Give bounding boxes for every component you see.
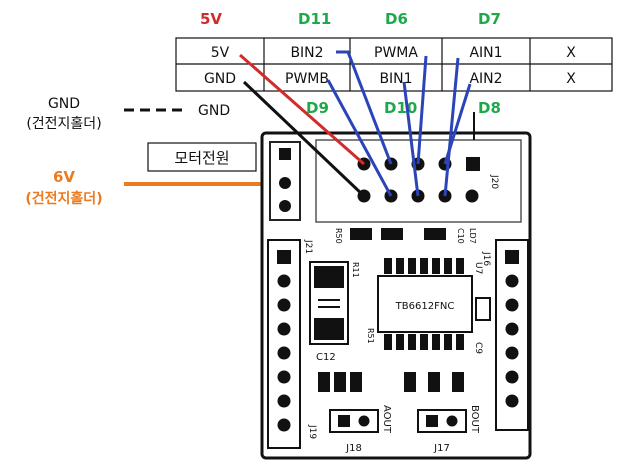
wire-gnd <box>242 80 366 198</box>
chip-label: TB6612FNC <box>395 301 455 312</box>
gnd-arrow-label: GND <box>198 103 230 119</box>
cell-5v: 5V <box>211 45 230 61</box>
label-d7: D7 <box>478 10 501 28</box>
c10-label: C10 <box>456 228 465 244</box>
r50-label: R50 <box>334 228 343 244</box>
v6-source-sub: (건전지홀더) <box>25 190 102 207</box>
pin-table <box>175 37 613 92</box>
j17-label: J17 <box>433 443 450 454</box>
wire-ain1 <box>443 57 460 197</box>
cell-gnd: GND <box>204 71 236 87</box>
cell-bin1: BIN1 <box>379 71 412 87</box>
cell-x1: X <box>566 45 576 61</box>
aout-label: AOUT <box>381 405 392 434</box>
right-pin-header <box>495 239 529 431</box>
wire-5v <box>239 53 365 166</box>
driver-chip: TB6612FNC <box>377 258 473 350</box>
u7-label: U7 <box>473 262 483 274</box>
r51-label: R51 <box>366 328 375 344</box>
v6-source-label: 6V <box>53 168 75 186</box>
label-d10: D10 <box>384 99 417 117</box>
label-d8: D8 <box>478 99 501 117</box>
left-pin-header <box>267 239 301 449</box>
cell-bin2: BIN2 <box>290 45 323 61</box>
c12-label: C12 <box>316 352 336 363</box>
motor-power-box <box>147 142 257 172</box>
label-d11: D11 <box>298 10 331 28</box>
bout-label: BOUT <box>469 405 480 434</box>
motor-power-label: 모터전원 <box>174 149 229 167</box>
j20-label: J20 <box>489 174 499 189</box>
wire-bin2 <box>336 50 393 165</box>
j18-connector <box>329 409 379 433</box>
gnd-source-sub: (건전지홀더) <box>26 116 101 132</box>
cell-ain1: AIN1 <box>469 45 502 61</box>
cell-ain2: AIN2 <box>469 71 502 87</box>
wire-bin1 <box>402 81 420 197</box>
r11-label: R11 <box>351 262 360 278</box>
j16-label: J16 <box>481 251 491 266</box>
wire-pwma <box>416 55 428 165</box>
j17-connector <box>417 409 467 433</box>
cell-x2: X <box>566 71 576 87</box>
wire-pwmb <box>326 79 393 197</box>
c9-label: C9 <box>473 342 483 354</box>
driver-board: J21 J20 R50 C10 LD7 <box>260 131 532 460</box>
motor-power-connector <box>269 141 301 221</box>
label-5v: 5V <box>200 10 222 28</box>
j19-label: J19 <box>307 424 317 439</box>
wire-ain2 <box>443 83 472 165</box>
label-d9: D9 <box>306 99 329 117</box>
j18-label: J18 <box>345 443 362 454</box>
ld7-label: LD7 <box>468 228 477 244</box>
cell-pwmb: PWMB <box>285 71 329 87</box>
cell-pwma: PWMA <box>374 45 418 61</box>
gnd-source-label: GND <box>48 96 80 112</box>
label-d6: D6 <box>385 10 408 28</box>
j21-label: J21 <box>303 239 313 254</box>
